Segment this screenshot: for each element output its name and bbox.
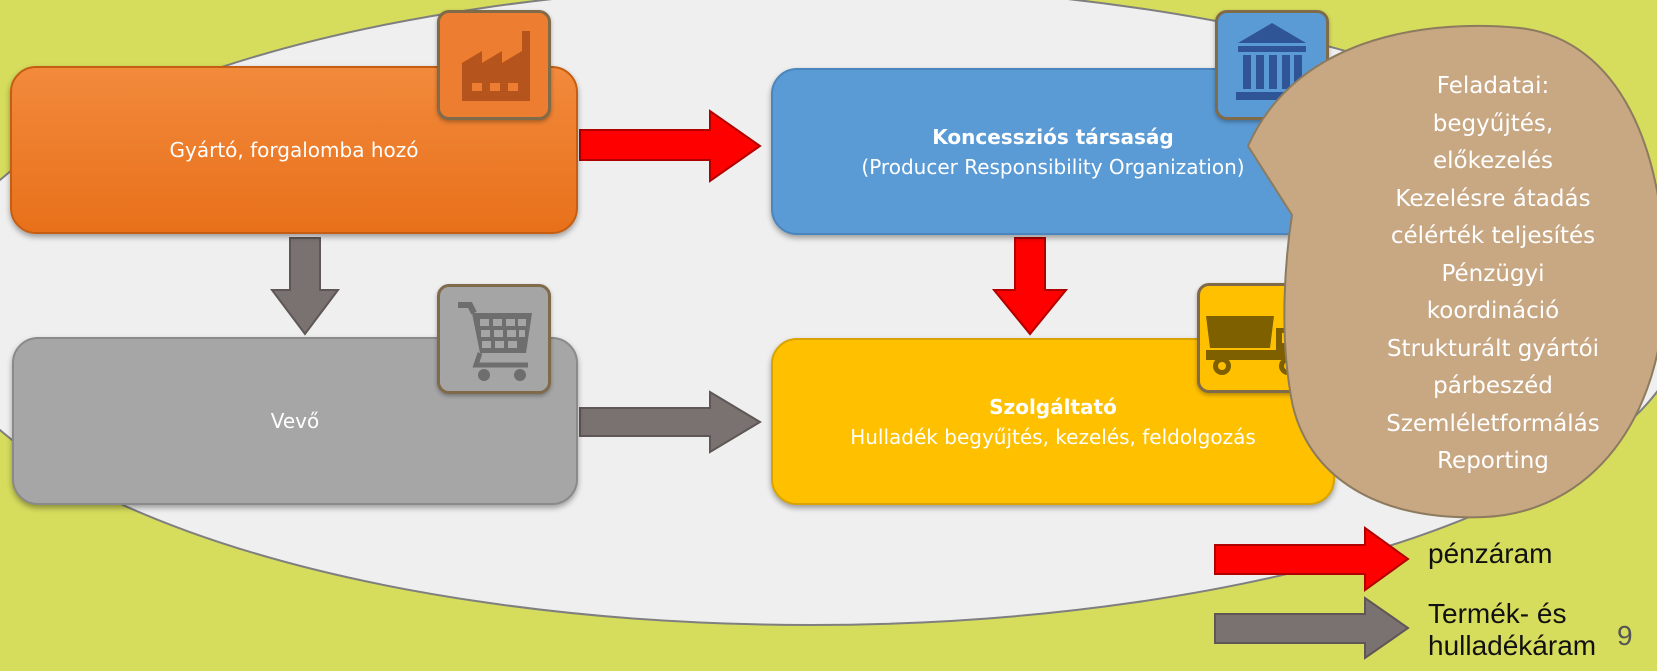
money-arrow-manufacturer-to-pro — [579, 109, 762, 183]
bubble-line: Pénzügyi — [1441, 260, 1545, 287]
bank-building-icon — [1215, 10, 1329, 120]
product-arrow-buyer-to-service — [579, 390, 762, 454]
legend-money-arrow — [1214, 526, 1410, 592]
service-box: Szolgáltató Hulladék begyűjtés, kezelés,… — [771, 338, 1335, 505]
legend-product-label: Termék- és hulladékáram — [1428, 598, 1597, 661]
pro-subtitle: (Producer Responsibility Organization) — [861, 154, 1245, 179]
manufacturer-label: Gyártó, forgalomba hozó — [169, 138, 419, 162]
bubble-line: célérték teljesítés — [1390, 223, 1596, 249]
bubble-line: begyűjtés, — [1432, 110, 1554, 137]
pro-title: Koncessziós társaság — [932, 124, 1174, 149]
service-title: Szolgáltató — [989, 394, 1117, 419]
product-arrow-manufacturer-to-buyer — [270, 237, 340, 336]
bubble-line: Kezelésre átadás — [1395, 185, 1591, 212]
bubble-line: Reporting — [1437, 448, 1549, 474]
legend-money-label: pénzáram — [1428, 538, 1553, 569]
shopping-cart-icon — [437, 284, 551, 394]
bubble-line: Feladatai: — [1436, 73, 1550, 99]
bubble-line: párbeszéd — [1433, 373, 1553, 399]
bubble-line: előkezelés — [1432, 148, 1553, 174]
page-number: 9 — [1617, 620, 1633, 651]
money-arrow-pro-to-service — [991, 237, 1069, 336]
bubble-line: Szemléletformálás — [1386, 410, 1600, 437]
service-subtitle: Hulladék begyűjtés, kezelés, feldolgozás — [850, 424, 1256, 449]
bubble-line: Strukturált gyártói — [1386, 335, 1600, 362]
dump-truck-icon — [1197, 283, 1311, 393]
buyer-label: Vevő — [270, 409, 320, 433]
factory-icon — [437, 10, 551, 120]
legend-product-arrow — [1214, 596, 1410, 660]
bubble-line: koordináció — [1426, 298, 1560, 324]
